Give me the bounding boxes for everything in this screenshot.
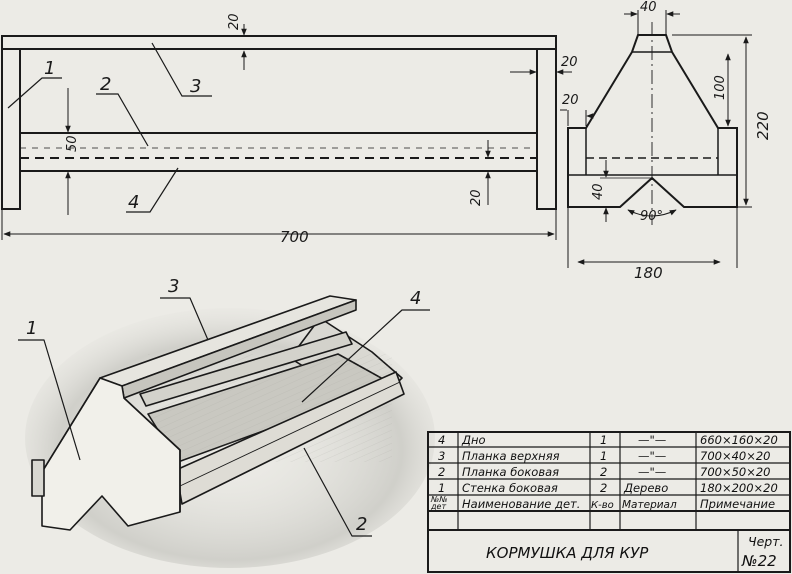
dim-angle-text: 90°: [640, 209, 663, 224]
row-2-material: —"—: [638, 465, 667, 479]
callout-3-front: 3: [190, 76, 201, 97]
dim-width-text: 180: [634, 264, 663, 282]
row-3-material: —"—: [638, 449, 667, 463]
front-view: [1, 24, 572, 240]
row-4-name: Дно: [461, 433, 486, 447]
iso-back-side-plank: [139, 331, 353, 407]
row-3-note: 700×40×20: [700, 449, 771, 463]
header-note: Примечание: [700, 497, 775, 511]
header-qty: К-во: [591, 500, 614, 511]
leader-2-front: [96, 93, 149, 147]
row-1-qty: 2: [600, 481, 607, 495]
row-4-num: 4: [438, 433, 445, 447]
iso-near-wall-foot: [31, 459, 45, 497]
iso-view: [18, 295, 435, 568]
row-3-num: 3: [438, 449, 445, 463]
drawing-number: №22: [741, 552, 777, 570]
leader-1-front: [7, 77, 62, 109]
front-top-plank: [1, 35, 557, 50]
iso-near-wall: [41, 377, 181, 531]
callout-3-iso: 3: [168, 276, 179, 297]
callout-4-iso: 4: [410, 288, 421, 309]
row-2-num: 2: [438, 465, 445, 479]
header-num-line1: №№: [430, 495, 448, 504]
row-1-note: 180×200×20: [700, 481, 778, 495]
dim-wall-text: 20: [562, 93, 579, 108]
dim-leg-text: 20: [561, 55, 578, 70]
header-material: Материал: [622, 499, 677, 511]
leader-3-iso: [160, 297, 209, 341]
side-view: [560, 10, 752, 268]
leader-1-iso: [18, 339, 81, 461]
leader-4-front: [126, 167, 179, 213]
callout-4-front: 4: [128, 192, 139, 213]
drawing-label: Черт.: [748, 534, 783, 549]
row-1-num: 1: [438, 481, 445, 495]
parts-table-text: 4 Дно 1 —"— 660×160×20 3 Планка верхняя …: [430, 433, 783, 570]
side-view-labels: 40 100 220 20 40 90° 180: [562, 0, 772, 282]
header-num-line2: дет: [430, 502, 446, 511]
row-1-name: Стенка боковая: [462, 481, 558, 495]
row-4-material: —"—: [638, 433, 667, 447]
dim-length-text: 700: [280, 228, 309, 246]
leader-3-front: [151, 42, 212, 97]
row-3-qty: 1: [600, 449, 607, 463]
row-4-qty: 1: [600, 433, 607, 447]
row-3-name: Планка верхняя: [462, 449, 560, 463]
callout-1-front: 1: [44, 58, 55, 79]
front-side-plank: [19, 132, 538, 172]
dim-total-height-text: 220: [754, 111, 772, 140]
dim-top-plank-text: 20: [227, 13, 242, 30]
dim-notch-text: 40: [591, 183, 606, 200]
iso-view-labels: 1 3 4 2: [26, 276, 421, 535]
row-1-material: Дерево: [623, 481, 668, 495]
front-view-labels: 700 20 50 20 20 1 2 3 4: [44, 13, 578, 246]
side-wall-outline: [567, 34, 738, 208]
row-2-qty: 2: [600, 465, 607, 479]
row-2-name: Планка боковая: [462, 465, 559, 479]
front-left-leg: [1, 48, 21, 210]
callout-1-iso: 1: [26, 318, 37, 339]
dim-side-plank-text: 50: [65, 135, 80, 152]
callout-2-iso: 2: [356, 514, 367, 535]
dim-bottom-text: 20: [469, 189, 484, 206]
dim-upper-text: 100: [713, 75, 728, 100]
parts-table: [427, 431, 791, 573]
dim-top-width-text: 40: [640, 0, 657, 15]
header-name: Наименование дет.: [462, 497, 580, 511]
drawing-title: КОРМУШКА ДЛЯ КУР: [486, 544, 649, 562]
leader-4-iso: [301, 309, 430, 403]
callout-2-front: 2: [100, 74, 111, 95]
row-4-note: 660×160×20: [700, 433, 778, 447]
front-right-leg: [536, 48, 557, 210]
leader-2-iso: [303, 447, 372, 537]
row-2-note: 700×50×20: [700, 465, 771, 479]
